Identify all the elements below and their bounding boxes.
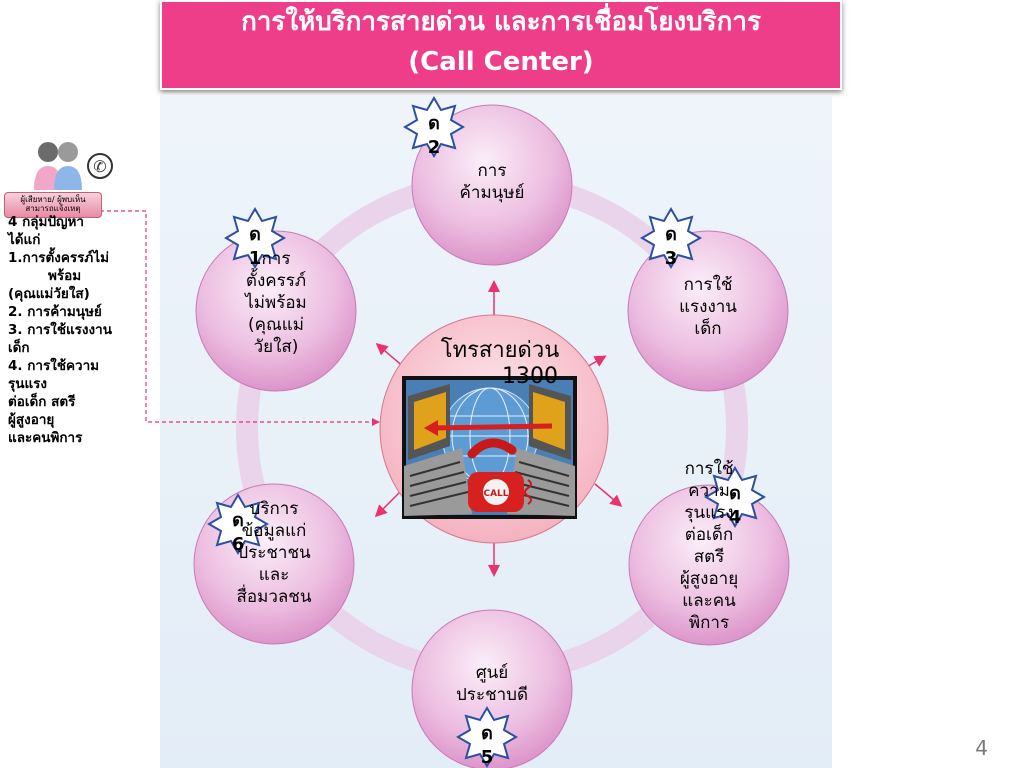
star-2-shape (403, 96, 465, 158)
node-bottom-text: ศูนย์ ประชาบดี (456, 663, 528, 705)
star-4-shape (704, 466, 766, 528)
star-1-label: ด 1 (248, 224, 262, 269)
page-number: 4 (975, 736, 988, 760)
star-2-label: ด 2 (427, 113, 441, 158)
center-title-line1: โทรสายด่วน (440, 338, 560, 363)
problem-groups-list: 4 กลุ่มปัญหา ได้แก่ 1.การตั้งครรภ์ไม่ พร… (8, 213, 144, 447)
title-line-2: (Call Center) (408, 47, 594, 77)
node-bottom-bubble (411, 609, 573, 768)
svg-text:✆: ✆ (93, 157, 106, 176)
sidebar-line: 1.การตั้งครรภ์ไม่ (8, 250, 110, 266)
star-6-shape (207, 493, 269, 555)
sidebar-line: ได้แก่ (8, 232, 41, 248)
sidebar-line: ผู้สูงอายุ (8, 412, 55, 428)
node-top-left-bubble (195, 230, 357, 392)
sidebar-line: 3. การใช้แรงงาน (8, 322, 112, 338)
sidebar-line: และคนพิการ (8, 430, 83, 446)
sidebar-line: เด็ก (8, 340, 30, 356)
star-1-shape (224, 207, 286, 269)
phone-icon: ✆ (87, 153, 113, 179)
node-bottom-right-text: การใช้ ความ รุนแรง ต่อเด็ก สตรี ผู้สูงอา… (679, 459, 739, 633)
call-center-image: CALL (402, 376, 577, 519)
star-3-shape (640, 207, 702, 269)
node-top-right-text: การใช้ แรงงาน เด็ก (679, 275, 737, 339)
node-top-left-text: การ ตั้งครรภ์ ไม่พร้อม (คุณแม่ วัยใส) (245, 249, 307, 357)
sidebar-line: 2. การค้ามนุษย์ (8, 304, 102, 320)
center-title-line2: 1300 (502, 364, 558, 389)
star-5-label: ด 5 (480, 723, 494, 768)
star-markers (207, 96, 766, 768)
call-label: CALL (483, 489, 508, 499)
reporter-badge: ผู้เสียหาย/ ผู้พบเห็น สามารถแจ้งเหตุ (4, 192, 102, 218)
star-3-label: ด 3 (664, 224, 678, 269)
dashed-connector-arrow (372, 418, 380, 426)
node-bottom-left-text: บริการ ข้อมูลแก่ ประชาชน และ สื่อมวลชน (236, 499, 312, 607)
node-bottom-right-bubble (628, 484, 790, 646)
sidebar-line: 4. การใช้ความ (8, 358, 100, 374)
sidebar-line: ต่อเด็ก สตรี (8, 394, 76, 410)
star-5-shape (456, 706, 518, 768)
star-6-label: ด 6 (231, 510, 245, 555)
star-4-label: ด 4 (728, 483, 742, 528)
title-banner: การให้บริการสายด่วน และการเชื่อมโยงบริกา… (160, 0, 842, 90)
node-top-right-bubble (627, 230, 789, 392)
node-top-text: การ ค้ามนุษย์ (459, 161, 525, 203)
dashed-connector (100, 210, 372, 423)
sidebar-line: (คุณแม่วัยใส) (8, 286, 90, 302)
sidebar-line: รุนแรง (8, 376, 48, 392)
title-line-1: การให้บริการสายด่วน และการเชื่อมโยงบริกา… (241, 7, 761, 37)
arrow-down-right (594, 483, 623, 507)
sidebar-line: พร้อม (48, 268, 82, 284)
center-title: โทรสายด่วน 1300 (410, 338, 590, 390)
people-icon (34, 142, 82, 190)
sidebar-line: 4 กลุ่มปัญหา (8, 214, 84, 230)
